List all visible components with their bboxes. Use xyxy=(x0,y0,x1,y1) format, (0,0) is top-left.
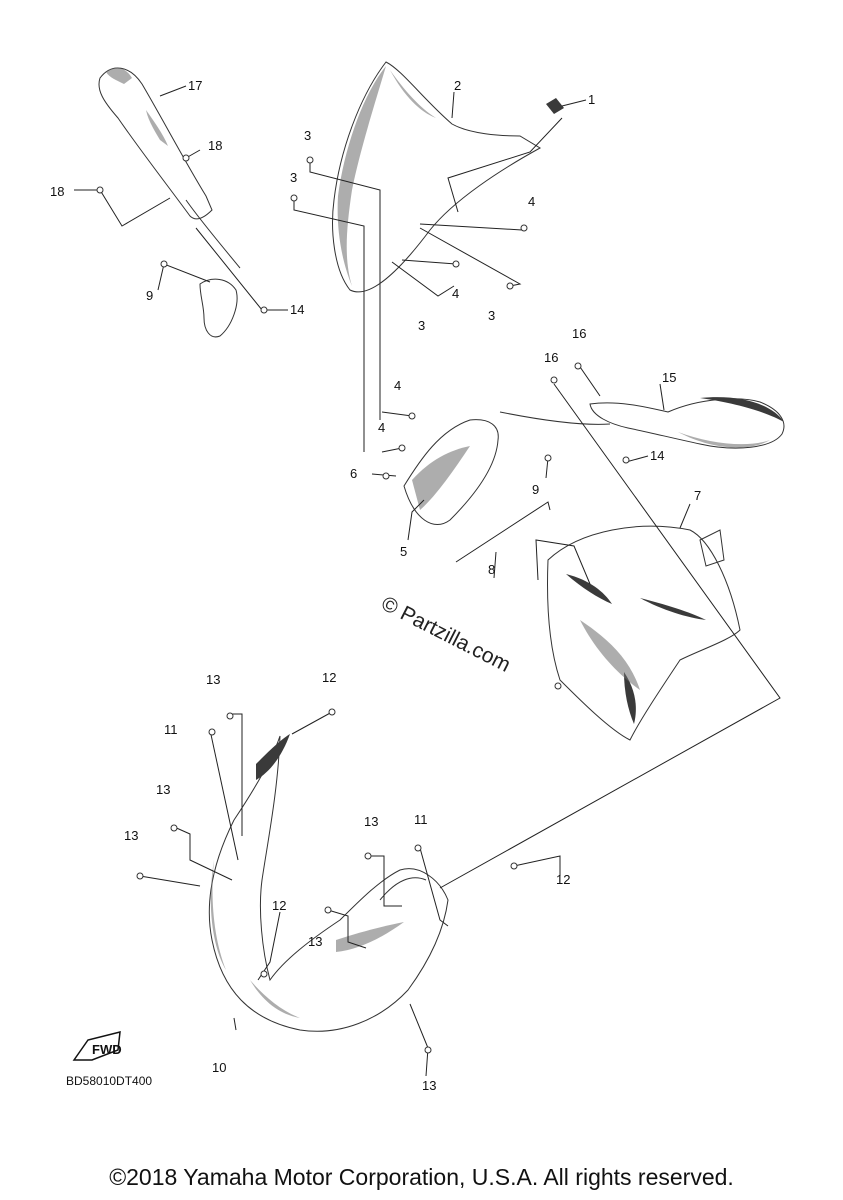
callout-3: 3 xyxy=(290,170,297,185)
copyright-notice: ©2018 Yamaha Motor Corporation, U.S.A. A… xyxy=(109,1164,734,1190)
callout-13: 13 xyxy=(206,672,220,687)
callout-4: 4 xyxy=(378,420,385,435)
callout-12: 12 xyxy=(556,872,570,887)
callout-13: 13 xyxy=(156,782,170,797)
part-15-mirror-stay xyxy=(499,397,785,449)
callout-17: 17 xyxy=(188,78,202,93)
callout-9: 9 xyxy=(146,288,153,303)
callout-4: 4 xyxy=(528,194,535,209)
callout-14: 14 xyxy=(290,302,304,317)
callout-7: 7 xyxy=(694,488,701,503)
callout-4: 4 xyxy=(452,286,459,301)
callout-4: 4 xyxy=(394,378,401,393)
callout-3: 3 xyxy=(488,308,495,323)
part-1-grommet xyxy=(546,98,564,114)
callout-13: 13 xyxy=(124,828,138,843)
callout-11: 11 xyxy=(164,722,178,737)
callout-12: 12 xyxy=(322,670,336,685)
fasteners xyxy=(96,154,630,1054)
callout-11: 11 xyxy=(414,812,428,827)
callout-16: 16 xyxy=(544,350,558,365)
fwd-label: FWD xyxy=(92,1042,122,1057)
callout-3: 3 xyxy=(418,318,425,333)
callout-9: 9 xyxy=(532,482,539,497)
callout-18: 18 xyxy=(50,184,64,199)
callout-6: 6 xyxy=(350,466,357,481)
callout-8: 8 xyxy=(488,562,495,577)
part-7-inner-stay-frame xyxy=(547,525,741,741)
callout-16: 16 xyxy=(572,326,586,341)
callout-10: 10 xyxy=(212,1060,226,1075)
callout-5: 5 xyxy=(400,544,407,559)
fwd-arrow: FWD xyxy=(72,1031,122,1061)
part-10-lower-cowling xyxy=(208,734,449,1032)
callout-14: 14 xyxy=(650,448,664,463)
part-2-windshield xyxy=(332,61,542,293)
drawing-code: BD58010DT400 xyxy=(66,1074,153,1088)
callout-13: 13 xyxy=(364,814,378,829)
part-17-side-cover xyxy=(98,67,241,338)
callout-labels: 1 2 3 3 3 3 4 4 4 4 5 6 7 8 9 9 10 11 11… xyxy=(50,78,701,1093)
callout-2: 2 xyxy=(454,78,461,93)
callout-12: 12 xyxy=(272,898,286,913)
callout-3: 3 xyxy=(304,128,311,143)
callout-15: 15 xyxy=(662,370,676,385)
callout-13: 13 xyxy=(308,934,322,949)
callout-1: 1 xyxy=(588,92,595,107)
part-5-bracket xyxy=(403,419,499,525)
callout-18: 18 xyxy=(208,138,222,153)
callout-13: 13 xyxy=(422,1078,436,1093)
